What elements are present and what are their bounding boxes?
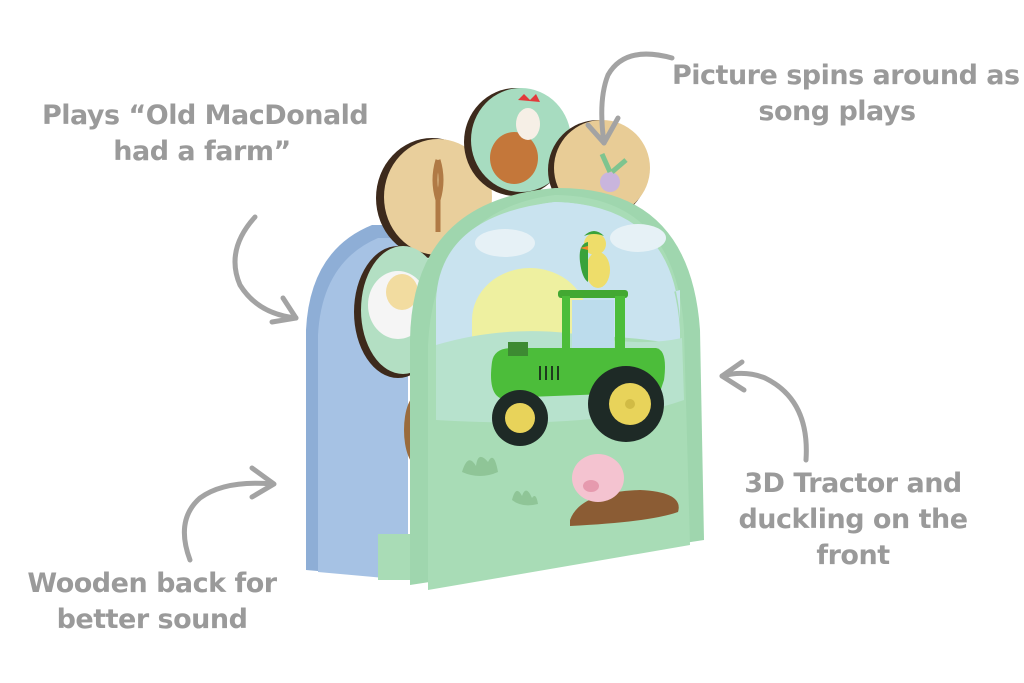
callout-tractor: 3D Tractor and duckling on the front: [728, 466, 978, 574]
pig-icon: [572, 454, 624, 502]
callout-line: front: [816, 540, 890, 571]
callout-line: had a farm”: [113, 136, 291, 167]
callout-line: 3D Tractor and: [744, 468, 962, 499]
callout-line: song plays: [758, 96, 916, 127]
curved-arrow-icon: [181, 480, 275, 563]
cloud-icon: [475, 229, 535, 257]
arrowhead-icon: [719, 359, 747, 393]
chicken-icon: [490, 132, 538, 184]
callout-song: Plays “Old MacDonald had a farm”: [42, 98, 369, 170]
sun-icon: [472, 268, 588, 338]
beetroot-icon: [600, 172, 620, 192]
arrowhead-icon: [269, 295, 299, 325]
curved-arrow-icon: [719, 370, 809, 463]
curved-arrow-icon: [232, 214, 299, 321]
duckling-3d: [579, 231, 610, 288]
wheat-icon: [432, 159, 444, 232]
grass-icon: [512, 490, 538, 506]
curved-arrow-icon: [599, 51, 675, 146]
cloud-icon: [610, 224, 666, 252]
callout-back: Wooden back for better sound: [22, 566, 282, 638]
callout-spin: Picture spins around as song plays: [672, 58, 1020, 130]
callout-line: better sound: [56, 604, 248, 635]
grass-icon: [462, 456, 498, 476]
callout-line: duckling on the: [738, 504, 968, 535]
arrowhead-icon: [249, 465, 277, 500]
tractor-3d: [491, 290, 665, 446]
spinning-picture-disc: [354, 88, 650, 466]
callout-line: Picture spins around as: [672, 60, 1020, 91]
callout-line: Wooden back for: [27, 568, 277, 599]
arrowhead-icon: [585, 115, 621, 146]
callout-line: Plays “Old MacDonald: [42, 100, 369, 131]
